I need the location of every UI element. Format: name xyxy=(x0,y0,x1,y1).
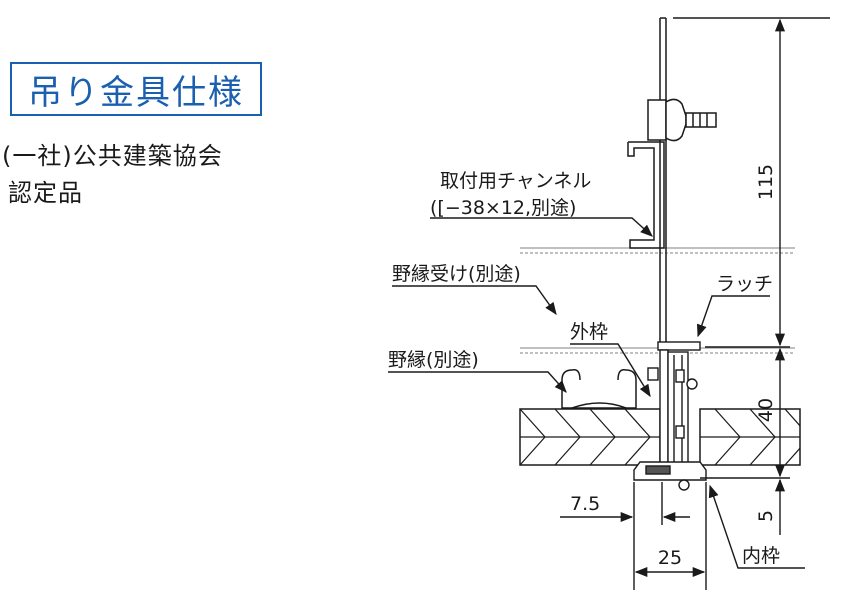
title-box: 吊り金具仕様 xyxy=(10,62,262,116)
ceiling-lines xyxy=(520,247,795,354)
label-outer-frame: 外枠 xyxy=(570,321,608,343)
label-receiver: 野縁受け(別途) xyxy=(392,263,521,285)
wing-nut-bolt xyxy=(647,98,717,142)
label-inner-frame: 内枠 xyxy=(742,545,780,567)
leader-lines xyxy=(388,217,805,569)
hatch-frame xyxy=(633,341,707,491)
furring-channel xyxy=(561,368,637,409)
association-text: (一社)公共建築協会 xyxy=(2,142,223,170)
ceiling-board-left xyxy=(519,408,661,466)
dimension-lines xyxy=(560,17,830,590)
dim-height-bottom: 5 xyxy=(755,510,777,522)
dim-width-small: 7.5 xyxy=(570,493,600,515)
label-channel: 取付用チャンネル xyxy=(440,170,591,192)
label-channel-spec: ([−38×12,別途) xyxy=(430,197,576,219)
mounting-channel xyxy=(627,141,665,249)
certified-text: 認定品 xyxy=(8,179,83,207)
dim-width-large: 25 xyxy=(658,547,682,569)
label-latch: ラッチ xyxy=(716,273,773,295)
hanging-rod xyxy=(659,17,667,345)
dim-height-upper: 115 xyxy=(755,164,777,200)
dim-height-lower: 40 xyxy=(755,398,777,422)
label-furring: 野縁(別途) xyxy=(388,349,479,371)
title: 吊り金具仕様 xyxy=(28,72,244,113)
